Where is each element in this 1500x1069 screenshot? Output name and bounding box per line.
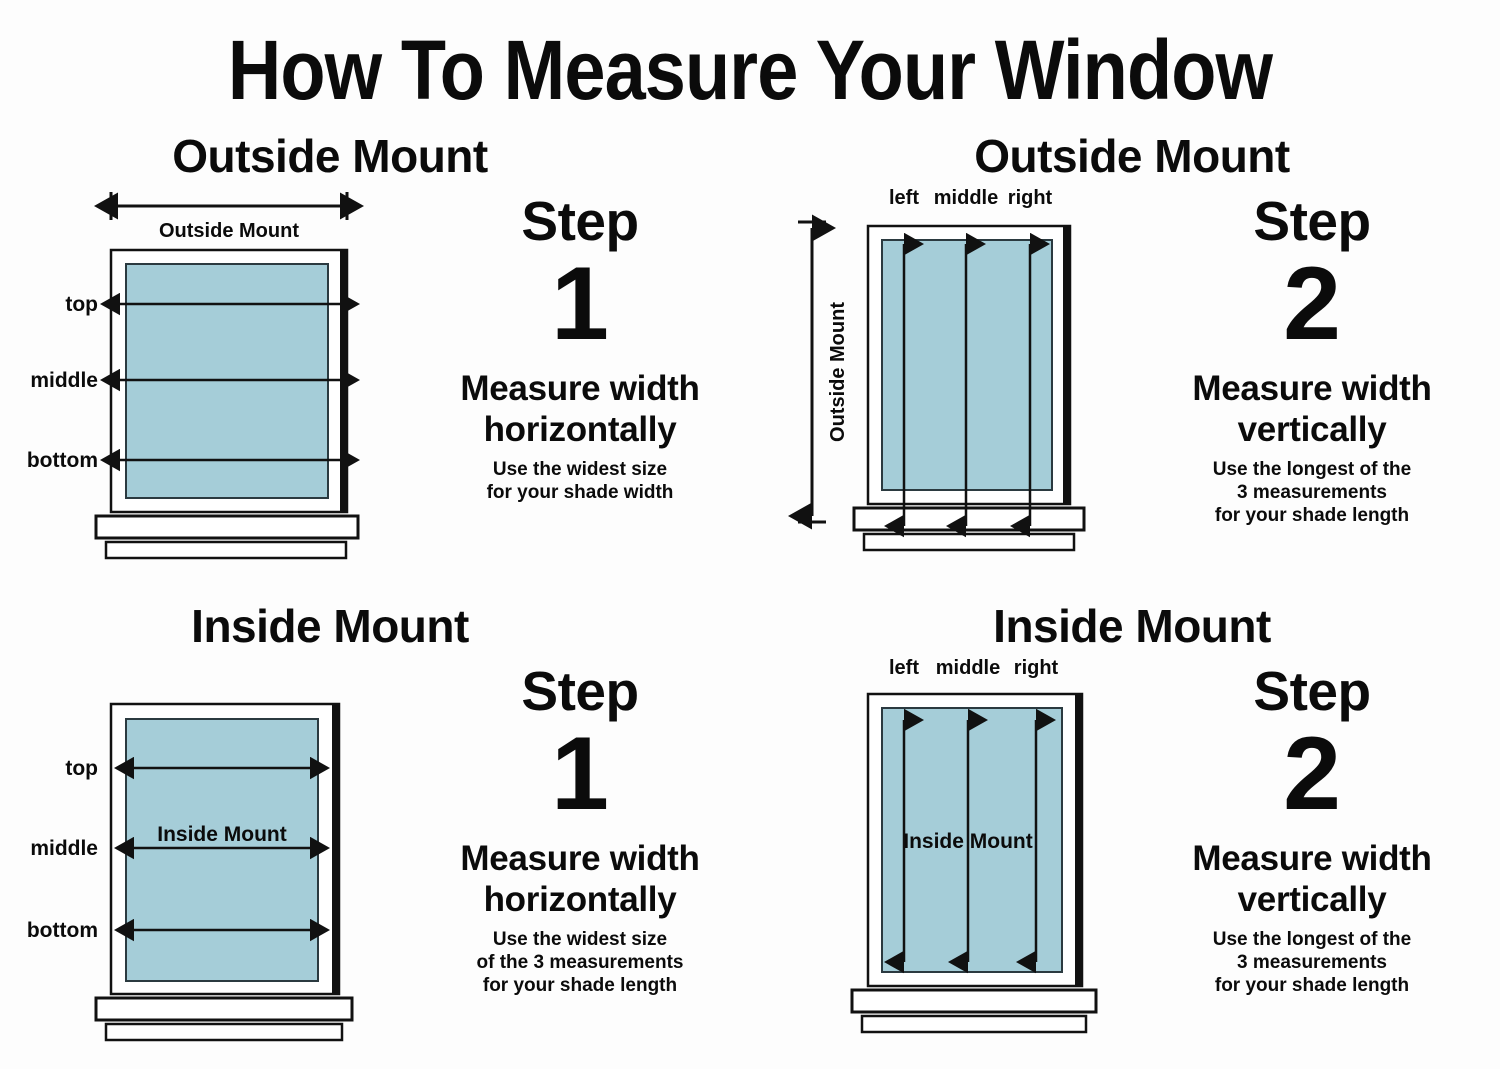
diagram-svg: left middle right xyxy=(850,657,1098,1034)
row-label-top: top xyxy=(65,293,98,316)
window-right-jamb xyxy=(1075,694,1082,986)
note-line: 3 measurements xyxy=(1237,482,1387,503)
instruction-block: Step 2 Measure width vertically Use the … xyxy=(1162,192,1462,527)
window-right-jamb xyxy=(340,250,347,512)
window-right-jamb xyxy=(1063,226,1070,504)
instruction-block: Step 1 Measure width horizontally Use th… xyxy=(430,192,730,504)
window-diagram-outside-vertical: left middle right Outside Mount xyxy=(782,182,1242,582)
instruction-line: vertically xyxy=(1237,410,1387,449)
instruction-line: Measure width xyxy=(1192,369,1432,408)
window-sill-lower xyxy=(104,540,348,560)
instruction-text: Measure width horizontally xyxy=(430,368,730,450)
column-label-left: left xyxy=(889,187,919,209)
panel-inside-mount-step-2: Inside Mount left middle right xyxy=(752,600,1492,1060)
window-diagram-inside-vertical: left middle right xyxy=(782,652,1242,1052)
window-sill-lower xyxy=(860,1014,1088,1034)
window-sill-upper xyxy=(852,506,1086,532)
window-glass xyxy=(125,718,319,982)
dimension-label-outside-mount: Outside Mount xyxy=(827,302,849,442)
instruction-note: Use the widest size of the 3 measurement… xyxy=(430,928,730,997)
instruction-line: Measure width xyxy=(460,369,700,408)
panel-inside-mount-step-1: Inside Mount xyxy=(10,600,750,1060)
instruction-block: Step 1 Measure width horizontally Use th… xyxy=(430,662,730,997)
panel-title: Inside Mount xyxy=(993,600,1271,652)
window-sill-upper xyxy=(94,996,354,1022)
dimension-line-outside-mount-width xyxy=(94,192,364,220)
row-label-bottom: bottom xyxy=(27,449,98,472)
diagram-svg: Inside Mount top middle bottom xyxy=(27,702,354,1042)
row-label-bottom: bottom xyxy=(27,919,98,942)
step-word: Step xyxy=(521,660,639,722)
note-line: Use the longest of the xyxy=(1212,929,1412,950)
diagram-svg: left middle right Outside Mount xyxy=(788,187,1086,552)
column-label-middle: middle xyxy=(934,187,998,209)
step-number: 2 xyxy=(1283,246,1341,362)
instruction-note: Use the widest size for your shade width xyxy=(430,458,730,504)
column-label-right: right xyxy=(1008,187,1053,209)
window-diagram-outside-horizontal: Outside Mount xyxy=(10,182,470,582)
window-diagram-inside-horizontal: Inside Mount top middle bottom xyxy=(10,652,470,1052)
note-line: for your shade length xyxy=(1214,505,1410,526)
window-sill-upper xyxy=(850,988,1098,1014)
row-label-middle: middle xyxy=(30,837,98,860)
step-word: Step xyxy=(521,190,639,252)
instruction-note: Use the longest of the 3 measurements fo… xyxy=(1162,458,1462,527)
panel-title: Outside Mount xyxy=(172,130,488,182)
note-line: Use the longest of the xyxy=(1212,459,1412,480)
panel-title: Inside Mount xyxy=(191,600,469,652)
diagram-svg: Outside Mount xyxy=(27,192,364,560)
instruction-block: Step 2 Measure width vertically Use the … xyxy=(1162,662,1462,997)
inline-label-inside-mount: Inside Mount xyxy=(903,830,1033,853)
instruction-text: Measure width vertically xyxy=(1162,368,1462,450)
panel-outside-mount-step-2: Outside Mount left middle right xyxy=(752,130,1492,590)
inline-label-inside-mount: Inside Mount xyxy=(157,823,287,846)
step-number: 1 xyxy=(551,716,609,832)
note-line: for your shade length xyxy=(482,975,678,996)
note-line: 3 measurements xyxy=(1237,952,1387,973)
instruction-line: vertically xyxy=(1237,880,1387,919)
instruction-line: horizontally xyxy=(483,880,677,919)
panel-title: Outside Mount xyxy=(974,130,1290,182)
instruction-text: Measure width horizontally xyxy=(430,838,730,920)
dimension-label-outside-mount: Outside Mount xyxy=(159,220,299,242)
column-label-middle: middle xyxy=(936,657,1000,679)
step-word: Step xyxy=(1253,190,1371,252)
note-line: of the 3 measurements xyxy=(476,952,684,973)
page-title: How To Measure Your Window xyxy=(227,23,1273,117)
step-number: 1 xyxy=(551,246,609,362)
row-label-top: top xyxy=(65,757,98,780)
instruction-line: Measure width xyxy=(1192,839,1432,878)
note-line: for your shade length xyxy=(1214,975,1410,996)
column-label-right: right xyxy=(1014,657,1059,679)
window-right-jamb xyxy=(332,704,339,994)
instruction-text: Measure width vertically xyxy=(1162,838,1462,920)
dimension-line-outside-mount-height xyxy=(788,214,836,530)
column-label-left: left xyxy=(889,657,919,679)
panel-outside-mount-step-1: Outside Mount Outside Mount xyxy=(10,130,750,590)
step-number: 2 xyxy=(1283,716,1341,832)
row-label-middle: middle xyxy=(30,369,98,392)
window-sill-upper xyxy=(94,514,360,540)
instruction-line: Measure width xyxy=(460,839,700,878)
window-sill-lower xyxy=(104,1022,344,1042)
instruction-note: Use the longest of the 3 measurements fo… xyxy=(1162,928,1462,997)
step-word: Step xyxy=(1253,660,1371,722)
instruction-line: horizontally xyxy=(483,410,677,449)
window-sill-lower xyxy=(862,532,1076,552)
note-line: for your shade width xyxy=(486,482,674,503)
note-line: Use the widest size xyxy=(492,929,668,950)
note-line: Use the widest size xyxy=(492,459,668,480)
